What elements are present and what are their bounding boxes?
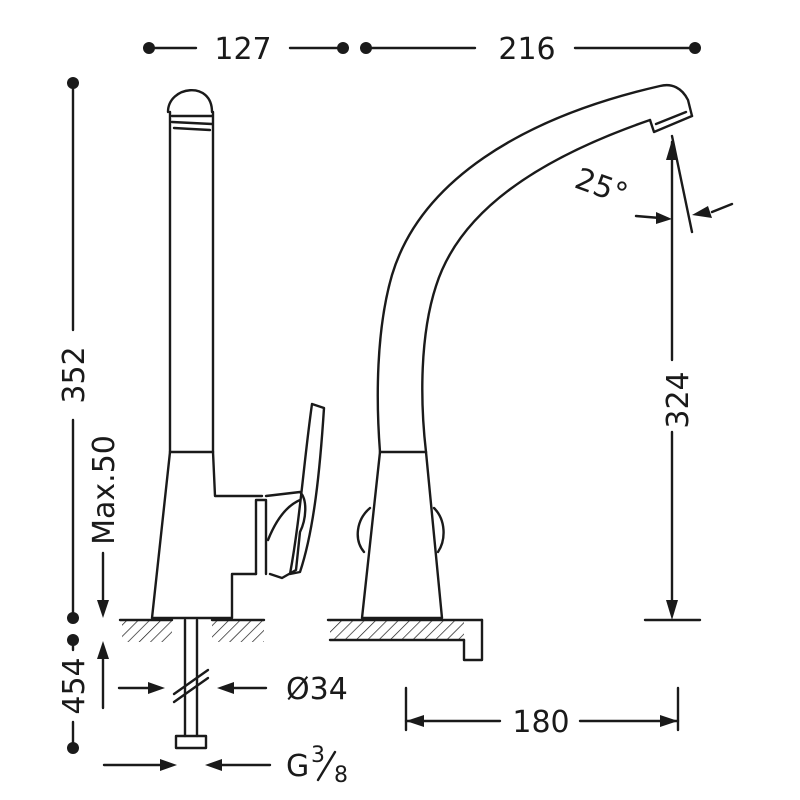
dim-clearance: 180: [404, 686, 680, 740]
dim-connection-thread: G 3 8: [102, 743, 348, 788]
deck-section-right: [326, 618, 484, 662]
dim-connection-fraction-den: 8: [334, 763, 348, 788]
shank: [172, 618, 210, 750]
dim-max-deck-label: Max.50: [87, 435, 122, 545]
dim-spout-angle-label: 25°: [570, 162, 632, 213]
dim-spout-height: 324: [643, 140, 702, 622]
dim-hole-diameter-label: Ø34: [286, 672, 348, 707]
dim-connection-fraction-num: 3: [311, 743, 325, 768]
dim-shank-length-label: 454: [57, 657, 92, 714]
dim-hole-diameter: Ø34: [117, 672, 348, 707]
dim-spout-height-label: 324: [661, 371, 696, 428]
dim-clearance-label: 180: [512, 705, 569, 740]
dim-total-height-label: 352: [57, 346, 92, 403]
dim-shank-length: 454: [57, 634, 109, 754]
dim-spout-reach: 216: [360, 32, 701, 67]
deck-section-left: [118, 618, 266, 642]
faucet-front-view: [356, 84, 694, 620]
dim-base-width: 127: [143, 32, 349, 67]
dim-connection-thread-label: G: [286, 749, 309, 784]
dim-max-deck: Max.50: [87, 435, 122, 618]
dim-spout-reach-label: 216: [498, 32, 555, 67]
faucet-side-view: [150, 89, 326, 620]
dim-base-width-label: 127: [214, 32, 271, 67]
dim-spout-angle: 25°: [570, 134, 734, 234]
dim-total-height: 352: [57, 77, 92, 624]
